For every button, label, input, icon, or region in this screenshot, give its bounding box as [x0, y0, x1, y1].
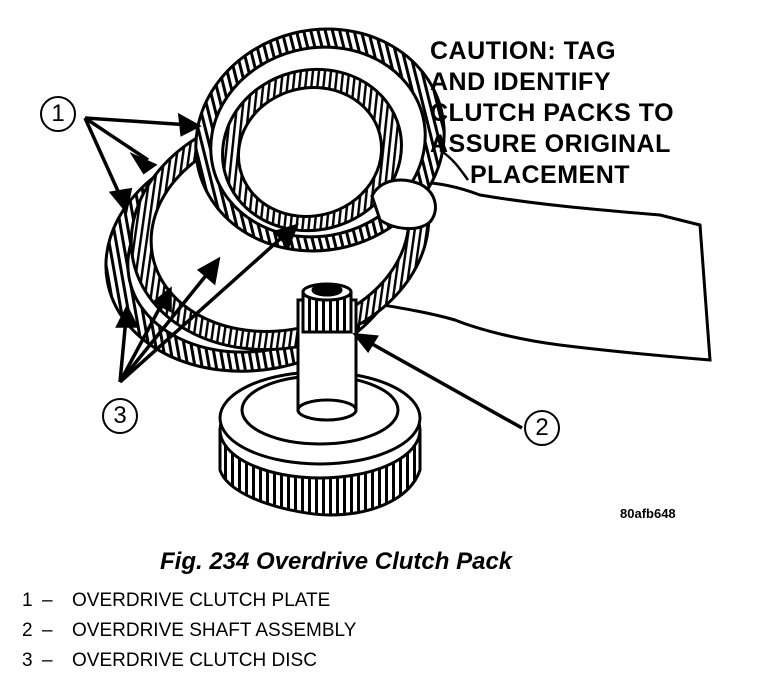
figure-reference-code: 80afb648: [620, 506, 676, 521]
legend-text: OVERDRIVE CLUTCH PLATE: [72, 590, 331, 611]
callout-1: 1: [40, 96, 76, 132]
legend: 1–OVERDRIVE CLUTCH PLATE 2–OVERDRIVE SHA…: [22, 586, 356, 676]
caution-line: AND IDENTIFY: [430, 68, 611, 96]
legend-number: 2: [22, 620, 33, 641]
legend-dash: –: [42, 590, 53, 611]
figure-caption: Fig. 234 Overdrive Clutch Pack: [160, 548, 513, 575]
caution-line: ASSURE ORIGINAL: [430, 130, 671, 158]
legend-item: 2–OVERDRIVE SHAFT ASSEMBLY: [22, 616, 356, 646]
caution-line: CAUTION: TAG: [430, 37, 617, 65]
legend-text: OVERDRIVE CLUTCH DISC: [72, 650, 317, 671]
clutch-pack-illustration: [83, 27, 712, 517]
legend-dash: –: [42, 650, 53, 671]
caution-line: PLACEMENT: [470, 161, 631, 189]
callout-2: 2: [524, 410, 560, 446]
legend-item: 3–OVERDRIVE CLUTCH DISC: [22, 646, 356, 676]
leader-arrow-2: [352, 332, 523, 430]
overdrive-shaft-assembly: [218, 282, 422, 517]
callout-3: 3: [102, 398, 138, 434]
clutch-plate-front: [194, 27, 446, 253]
fingers: [370, 178, 437, 230]
leader-arrows-3: [115, 223, 299, 384]
legend-number: 1: [22, 590, 33, 611]
caution-leader: [439, 148, 470, 181]
legend-item: 1–OVERDRIVE CLUTCH PLATE: [22, 586, 356, 616]
legend-text: OVERDRIVE SHAFT ASSEMBLY: [72, 620, 357, 641]
caution-line: CLUTCH PACKS TO: [430, 99, 675, 127]
legend-number: 3: [22, 650, 33, 671]
leader-arrows-1: [83, 112, 202, 214]
legend-dash: –: [42, 620, 53, 641]
caution-note: CAUTION: TAG AND IDENTIFY CLUTCH PACKS T…: [430, 36, 730, 191]
